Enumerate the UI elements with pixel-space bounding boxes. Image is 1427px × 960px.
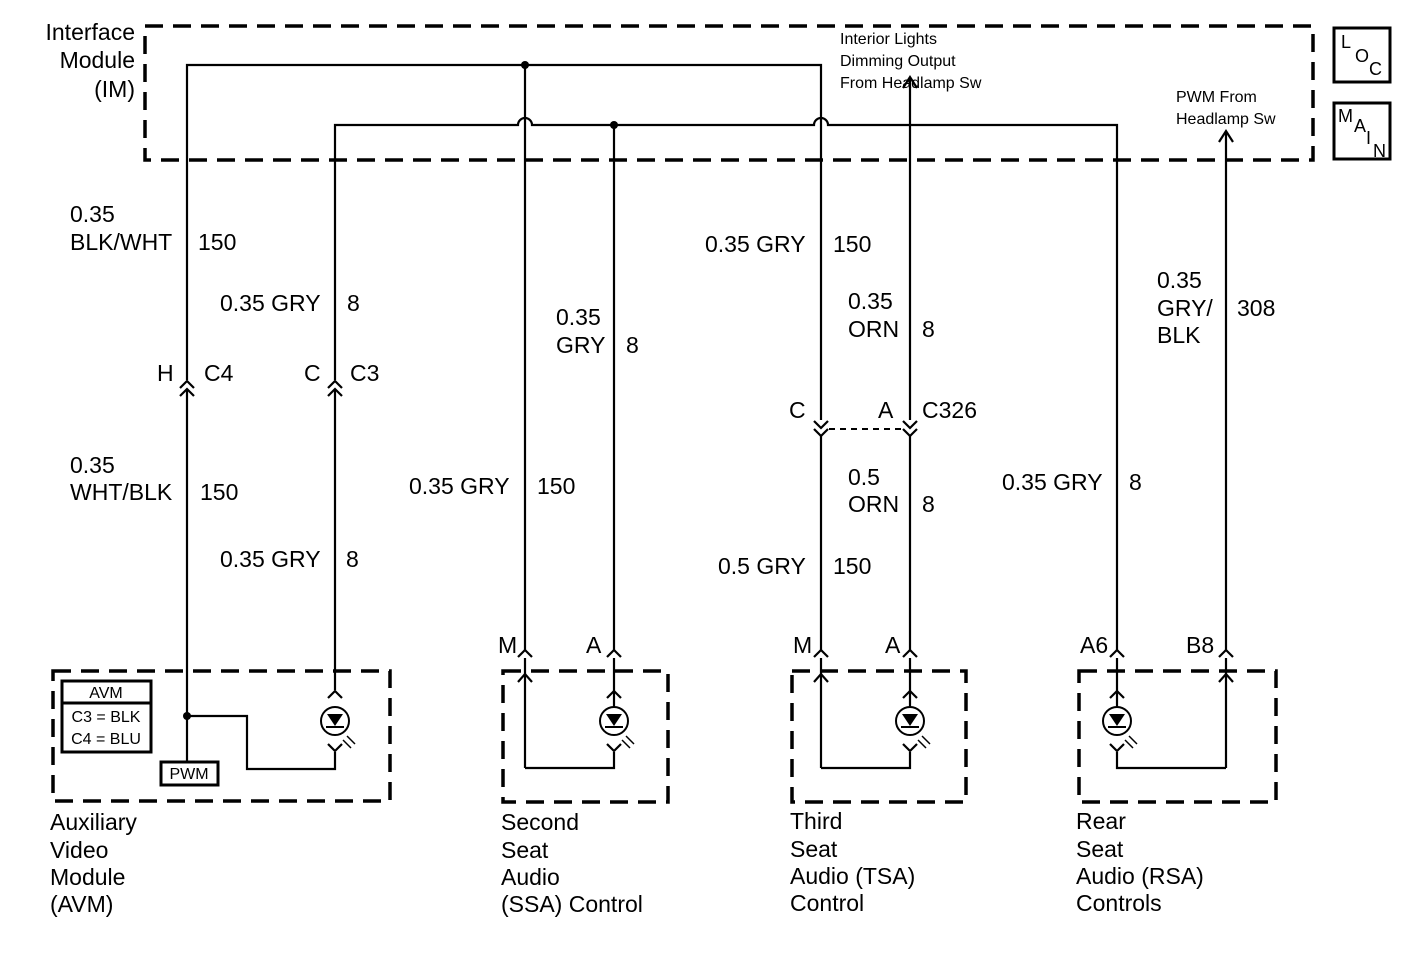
tsa-name-3: Audio (TSA) <box>790 863 915 889</box>
wire-label: BLK/WHT <box>70 229 172 255</box>
rsa-name-2: Seat <box>1076 836 1124 862</box>
connector-c326 <box>813 420 918 650</box>
wire-circuit: 8 <box>347 290 360 316</box>
c3-pin: C <box>304 360 321 386</box>
tsa-name-4: Control <box>790 890 864 916</box>
wire-label: ORN <box>848 491 899 517</box>
wire-circuit: 8 <box>1129 469 1142 495</box>
wire-label: GRY <box>556 332 605 358</box>
wire-label: 0.35 GRY <box>220 546 321 572</box>
ssa-module <box>501 648 670 804</box>
main-icon[interactable]: M A I N <box>1332 101 1392 161</box>
svg-text:A: A <box>1354 116 1366 136</box>
connector-c3 <box>327 379 343 690</box>
wire-circuit: 150 <box>833 231 871 257</box>
wire-label: 0.35 GRY <box>705 231 806 257</box>
wire-circuit: 150 <box>833 553 871 579</box>
rsa-name-3: Audio (RSA) <box>1076 863 1204 889</box>
ssa-pin-m: M <box>498 632 517 658</box>
avm-name-4: (AVM) <box>50 891 113 917</box>
interior-lights-wire <box>902 74 918 420</box>
wire-label: 0.35 GRY <box>220 290 321 316</box>
wire-circuit: 8 <box>922 316 935 342</box>
led-icon <box>320 689 356 753</box>
svg-text:M: M <box>1338 106 1353 126</box>
avm-name-3: Module <box>50 864 125 890</box>
led-icon <box>1102 658 1138 753</box>
pwm-label: PWM <box>169 766 208 783</box>
svg-text:I: I <box>1366 128 1371 148</box>
avm-module <box>51 669 392 803</box>
pwm-from-label-1: PWM From <box>1176 89 1257 106</box>
ssa-pin-a: A <box>586 632 602 658</box>
wire-label: 0.35 GRY <box>1002 469 1103 495</box>
svg-text:N: N <box>1373 141 1386 161</box>
c326-pin-a: A <box>878 397 894 423</box>
wire-label: 0.35 <box>70 201 115 227</box>
pwm-from-label-2: Headlamp Sw <box>1176 111 1276 128</box>
wire-circuit: 308 <box>1237 295 1275 321</box>
interior-lights-label-2: Dimming Output <box>840 53 956 70</box>
avm-box-title: AVM <box>89 685 122 702</box>
pwm-headlamp-wire <box>1218 128 1234 650</box>
wire-circuit: 150 <box>537 473 575 499</box>
svg-text:L: L <box>1341 32 1351 52</box>
led-icon <box>599 658 635 753</box>
avm-name-1: Auxiliary <box>50 809 137 835</box>
wire-label: 0.35 GRY <box>409 473 510 499</box>
tsa-pin-m: M <box>793 632 812 658</box>
svg-text:C: C <box>1369 59 1382 79</box>
rsa-module <box>1077 648 1278 804</box>
ssa-name-4: (SSA) Control <box>501 891 643 917</box>
ssa-name-1: Second <box>501 809 579 835</box>
wire-label: 0.35 <box>1157 267 1202 293</box>
wire-label: 0.5 <box>848 464 880 490</box>
wire-label: WHT/BLK <box>70 479 173 505</box>
ssa-name-2: Seat <box>501 837 549 863</box>
wire-label: 0.35 <box>556 304 601 330</box>
wire-label: 0.35 <box>70 452 115 478</box>
c3-label: C3 <box>350 360 379 386</box>
ssa-name-3: Audio <box>501 864 560 890</box>
led-icon <box>895 658 931 753</box>
interior-lights-label-3: From Headlamp Sw <box>840 75 982 92</box>
im-label-2: Module <box>60 47 135 73</box>
tsa-name-1: Third <box>790 808 842 834</box>
connector-c4 <box>179 379 195 716</box>
loc-icon[interactable]: L O C <box>1332 26 1392 84</box>
wire-label: GRY/ <box>1157 295 1213 321</box>
rsa-pin-b8: B8 <box>1186 632 1214 658</box>
tsa-module <box>790 648 968 804</box>
wire-label: 0.5 GRY <box>718 553 806 579</box>
wire-label: 0.35 <box>848 288 893 314</box>
tsa-pin-a: A <box>885 632 901 658</box>
interior-lights-label-1: Interior Lights <box>840 31 937 48</box>
rsa-name-1: Rear <box>1076 808 1126 834</box>
avm-box-line2: C4 = BLU <box>71 731 141 748</box>
c326-label: C326 <box>922 397 977 423</box>
avm-name-2: Video <box>50 837 108 863</box>
wire-circuit: 150 <box>200 479 238 505</box>
rsa-name-4: Controls <box>1076 890 1162 916</box>
wire-label: ORN <box>848 316 899 342</box>
wire-circuit: 8 <box>626 332 639 358</box>
wire-circuit: 8 <box>922 491 935 517</box>
wire-circuit: 8 <box>346 546 359 572</box>
im-bus-wires <box>185 61 1119 650</box>
svg-text:O: O <box>1355 46 1369 66</box>
c326-pin-c: C <box>789 397 806 423</box>
wire-label: BLK <box>1157 322 1201 348</box>
avm-box-line1: C3 = BLK <box>72 709 141 726</box>
tsa-name-2: Seat <box>790 836 838 862</box>
rsa-pin-a6: A6 <box>1080 632 1108 658</box>
interface-module-box <box>143 24 1315 162</box>
c4-label: C4 <box>204 360 234 386</box>
c4-pin: H <box>157 360 174 386</box>
im-label-1: Interface <box>46 19 136 45</box>
im-label-3: (IM) <box>94 76 135 102</box>
wire-circuit: 150 <box>198 229 236 255</box>
